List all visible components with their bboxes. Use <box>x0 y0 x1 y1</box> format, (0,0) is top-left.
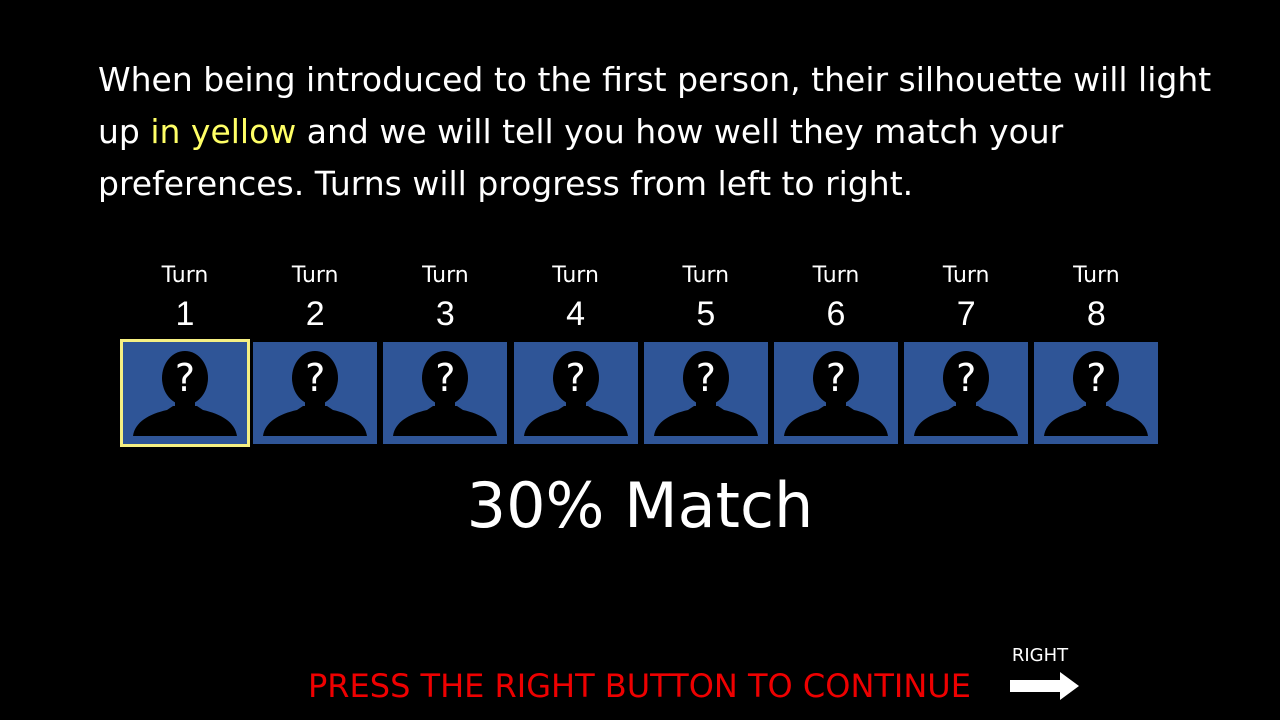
match-percentage: 30% Match <box>466 469 814 542</box>
person-silhouette-icon <box>393 351 498 436</box>
person-card: ? <box>253 342 378 444</box>
turn-number: 5 <box>696 295 716 333</box>
person-silhouette-icon <box>653 351 758 436</box>
turn-2: Turn 2? <box>253 262 378 452</box>
turn-label: Turn <box>161 263 209 288</box>
turn-label: Turn <box>812 263 860 288</box>
person-card: ? <box>774 342 898 444</box>
turn-label: Turn <box>422 263 469 288</box>
turn-3: Turn 3? <box>383 262 508 452</box>
turn-8: Turn 8? <box>1034 262 1159 452</box>
instruction-text-end: and we will tell you how well they match… <box>98 112 1064 203</box>
person-card: ? <box>1034 342 1159 444</box>
turn-number: 3 <box>435 295 455 333</box>
active-person-card: ? <box>120 339 250 447</box>
turn-number: 7 <box>956 295 976 333</box>
person-card: ? <box>643 342 768 444</box>
turn-1: Turn 1? <box>120 262 250 452</box>
turn-label: Turn <box>1073 263 1120 288</box>
person-card: ? <box>904 342 1029 444</box>
unknown-person-question-mark: ? <box>825 356 847 400</box>
turn-label: Turn <box>682 263 730 288</box>
person-silhouette-icon <box>914 351 1019 436</box>
turn-label: Turn <box>942 263 990 288</box>
unknown-person-question-mark: ? <box>695 356 716 400</box>
unknown-person-question-mark: ? <box>565 356 586 400</box>
instruction-text: When being introduced to the first perso… <box>98 54 1218 210</box>
turn-number: 2 <box>305 295 325 333</box>
turn-label: Turn <box>552 263 599 288</box>
unknown-person-question-mark: ? <box>435 356 456 400</box>
person-silhouette-icon <box>133 351 237 436</box>
person-card: ? <box>513 342 638 444</box>
continue-prompt: PRESS THE RIGHT BUTTON TO CONTINUE <box>308 667 971 705</box>
person-silhouette-icon <box>784 351 888 436</box>
unknown-person-question-mark: ? <box>174 356 196 400</box>
right-arrow-icon <box>1010 672 1079 700</box>
person-silhouette-icon <box>523 351 628 436</box>
person-card: ? <box>383 342 508 444</box>
turn-number: 4 <box>566 295 586 333</box>
turn-6: Turn 6? <box>774 262 898 452</box>
unknown-person-question-mark: ? <box>305 356 326 400</box>
turn-5: Turn 5? <box>643 262 768 452</box>
unknown-person-question-mark: ? <box>956 356 977 400</box>
right-button[interactable]: RIGHT <box>1008 645 1082 705</box>
turn-number: 1 <box>175 295 195 333</box>
turn-4: Turn 4? <box>513 262 638 452</box>
unknown-person-question-mark: ? <box>1086 356 1107 400</box>
turn-7: Turn 7? <box>904 262 1029 452</box>
right-button-label: RIGHT <box>1011 645 1069 666</box>
instruction-highlight: in yellow <box>150 112 297 151</box>
person-silhouette-icon <box>263 351 368 436</box>
instruction-text-start: When being introduced to the first perso… <box>98 60 1212 151</box>
turn-number: 6 <box>826 295 846 333</box>
turn-label: Turn <box>291 263 339 288</box>
turn-number: 8 <box>1086 295 1106 333</box>
person-silhouette-icon <box>1044 351 1149 436</box>
